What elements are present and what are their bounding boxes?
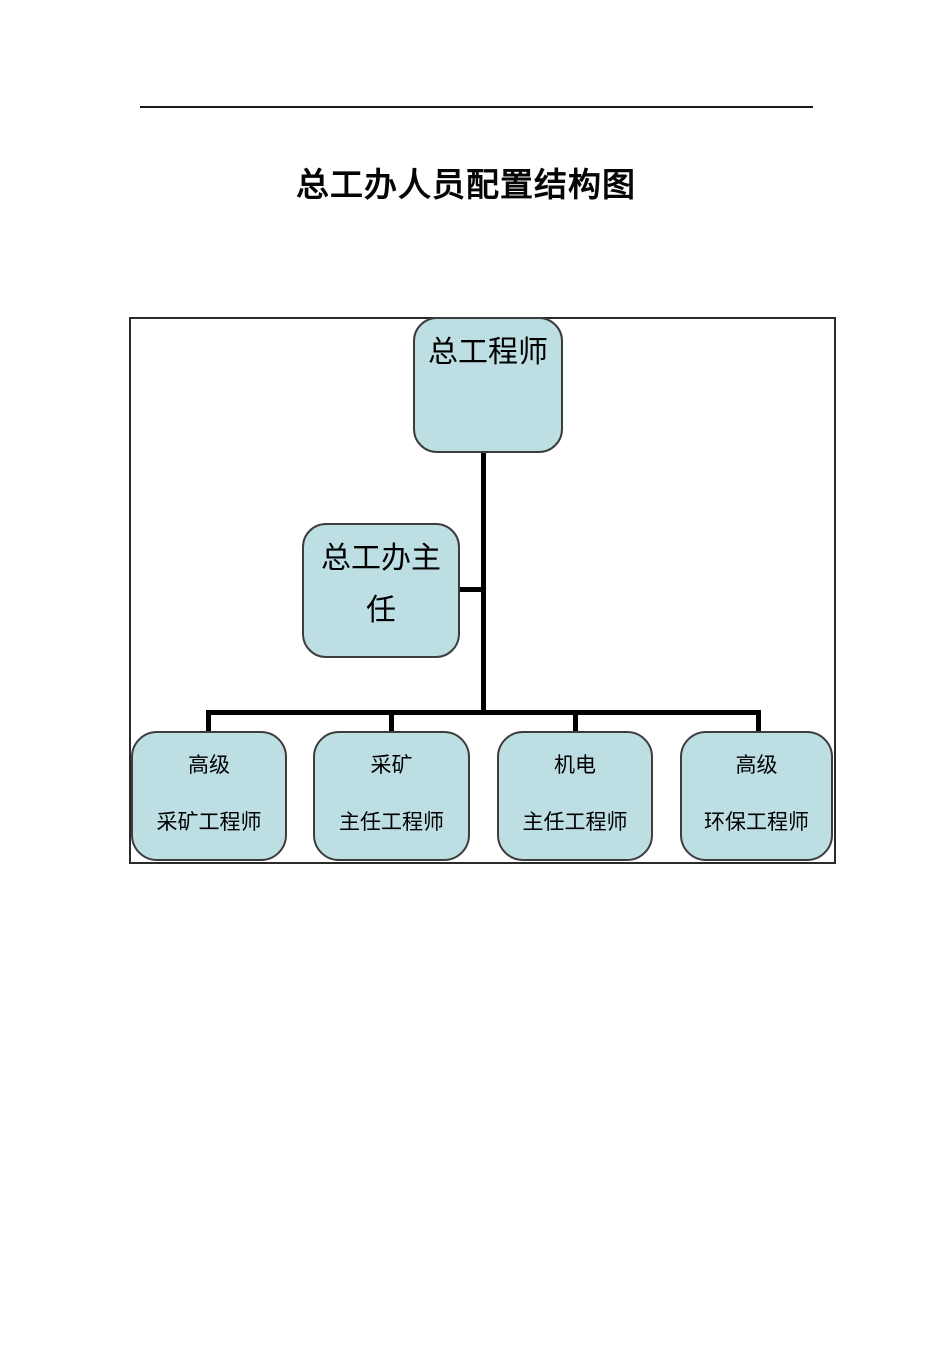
leaf-label-line2: 采矿工程师: [156, 810, 262, 834]
node-mechanical-electrical-chief-engineer: 机电 主任工程师: [497, 731, 653, 861]
header-rule: [140, 106, 813, 108]
page-title: 总工办人员配置结构图: [296, 168, 636, 204]
leaf-label-line1: 高级: [188, 753, 230, 777]
connector-stub-leaf-4: [756, 710, 761, 733]
node-director-label-line2: 任: [366, 594, 396, 627]
connector-director-to-main: [458, 587, 483, 592]
connector-stub-leaf-1: [206, 710, 211, 733]
org-chart-frame: 总工程师 总工办主 任 高级 采矿工程师 采矿 主任工程师 机电 主任工程师 高…: [129, 317, 836, 864]
node-mining-chief-engineer: 采矿 主任工程师: [313, 731, 470, 861]
node-senior-mining-engineer: 高级 采矿工程师: [131, 731, 287, 861]
node-chief-office-director: 总工办主 任: [302, 523, 460, 658]
node-senior-environmental-engineer: 高级 环保工程师: [680, 731, 833, 861]
connector-branch-line: [206, 710, 761, 715]
leaf-label-line2: 环保工程师: [704, 810, 809, 834]
leaf-label-line1: 高级: [735, 753, 778, 777]
node-chief-engineer: 总工程师: [413, 317, 563, 453]
connector-stub-leaf-2: [389, 710, 394, 733]
node-director-label-line1: 总工办主: [321, 542, 441, 575]
leaf-label-line2: 主任工程师: [522, 810, 628, 834]
leaf-label-line2: 主任工程师: [339, 810, 444, 834]
connector-stub-leaf-3: [573, 710, 578, 733]
leaf-label-line1: 采矿: [370, 753, 413, 777]
node-chief-engineer-label: 总工程师: [428, 336, 548, 369]
connector-root-to-branch: [481, 451, 486, 712]
leaf-label-line1: 机电: [554, 753, 596, 777]
